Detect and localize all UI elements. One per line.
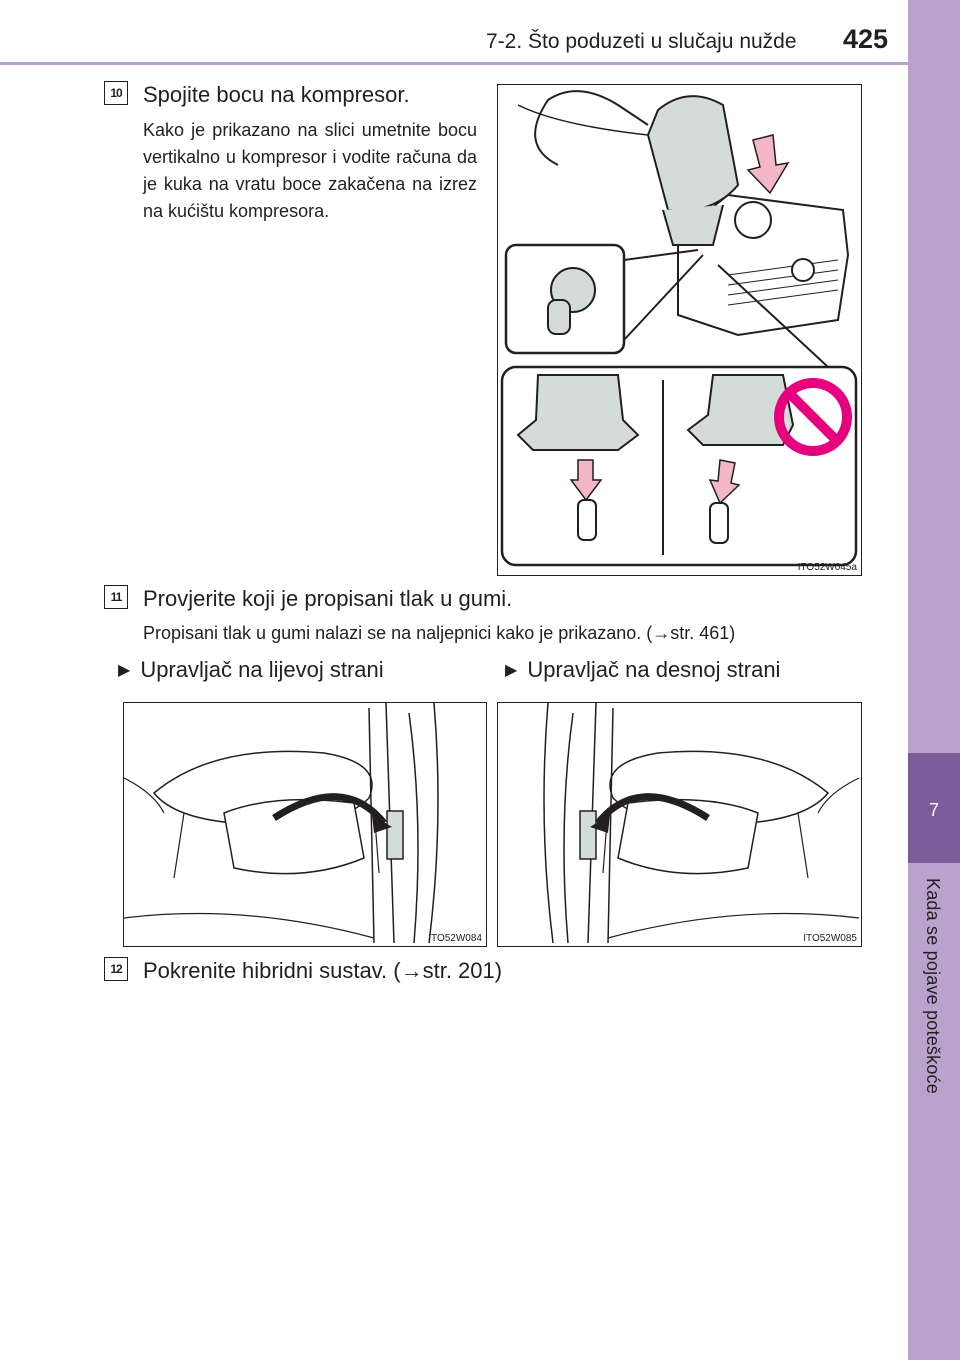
- chapter-tab: [908, 753, 960, 863]
- page-number: 425: [843, 24, 889, 54]
- compressor-illustration: [500, 90, 858, 567]
- sidebar: [908, 0, 960, 1360]
- option-left-hand-drive: ▶ Upravljač na lijevoj strani: [118, 657, 384, 683]
- figure-code: ITO52W084: [428, 933, 482, 944]
- step-11-badge: 11: [104, 585, 128, 609]
- seat-illustration-right: [543, 703, 860, 944]
- compressor-figure: ITO52W045a: [497, 84, 862, 576]
- step-11-body: Propisani tlak u gumi nalazi se na nalje…: [143, 623, 736, 643]
- figure-code: ITO52W085: [803, 933, 857, 944]
- step-11-title: Provjerite koji je propisani tlak u gumi…: [143, 586, 513, 611]
- seat-figure-left: ITO52W084: [123, 702, 487, 947]
- triangle-bullet-icon: ▶: [118, 662, 131, 679]
- header-rule: [0, 62, 908, 65]
- option-label: Upravljač na desnoj strani: [527, 657, 781, 682]
- chapter-title: Kada se pojave poteškoće: [923, 878, 943, 1094]
- step-12-badge: 12: [104, 957, 128, 981]
- step-12-title: Pokrenite hibridni sustav. (→str. 201): [143, 958, 503, 983]
- seat-illustration-left: [124, 703, 439, 944]
- triangle-bullet-icon: ▶: [505, 662, 518, 679]
- option-right-hand-drive: ▶ Upravljač na desnoj strani: [505, 657, 780, 683]
- step-10-body: Kako je prikazano na slici umetnite bocu…: [143, 120, 477, 221]
- figure-code: ITO52W045a: [797, 562, 857, 573]
- option-label: Upravljač na lijevoj strani: [140, 657, 384, 682]
- step-10-badge: 10: [104, 81, 128, 105]
- chapter-number: 7: [928, 800, 939, 820]
- seat-figure-right: ITO52W085: [497, 702, 862, 947]
- step-10-title: Spojite bocu na kompresor.: [143, 82, 410, 107]
- section-title: 7-2. Što poduzeti u slučaju nužde: [486, 30, 797, 53]
